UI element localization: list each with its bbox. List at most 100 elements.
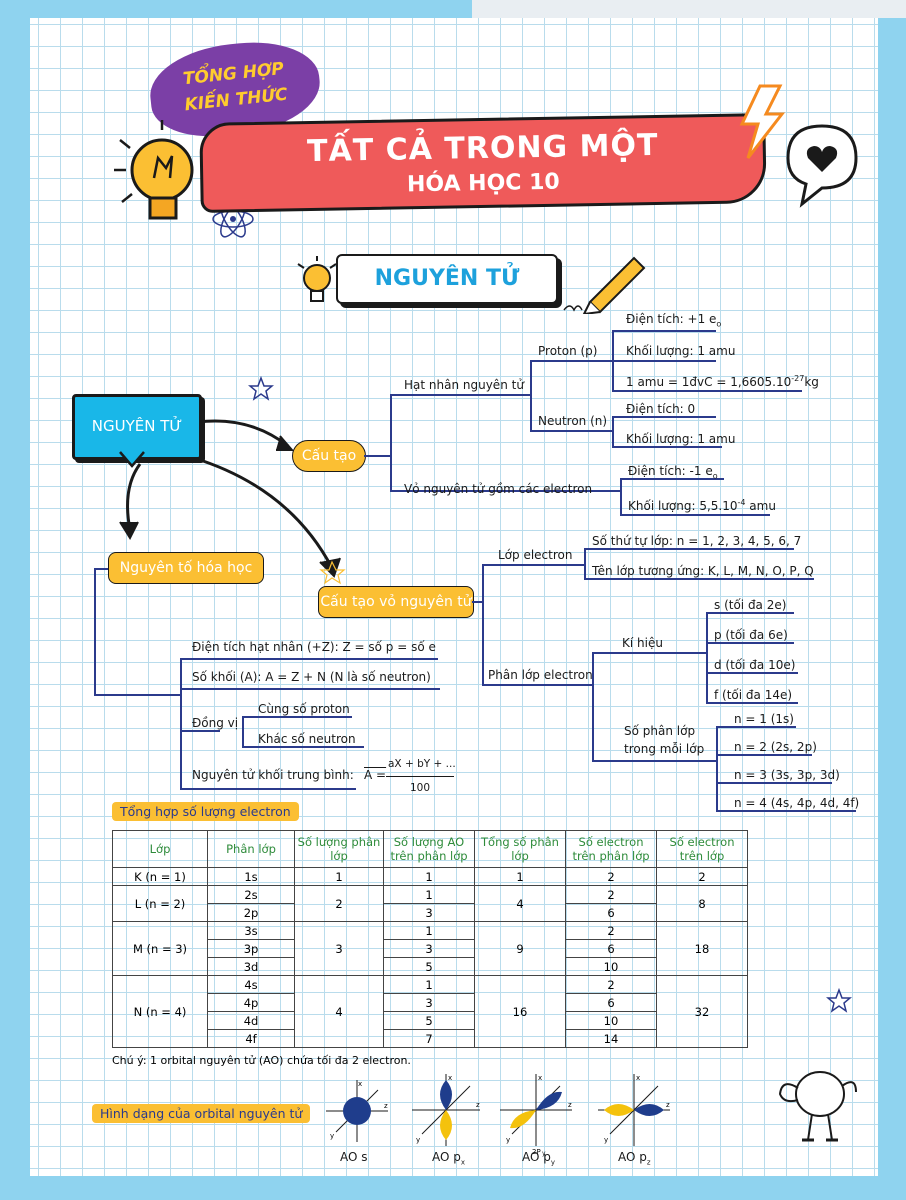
connector — [180, 730, 220, 732]
node-cau-tao: Cấu tạo — [292, 440, 366, 472]
table-cell: K (n = 1) — [112, 867, 208, 886]
node-nguyen-to-label: Nguyên tố hóa học — [119, 560, 253, 576]
mindmap-arrows — [119, 419, 346, 585]
orbital-label: AO px — [432, 1150, 465, 1166]
connector — [390, 490, 620, 492]
table-cell: 4p — [207, 993, 295, 1012]
cung-so-proton: Cùng số proton — [258, 702, 350, 716]
connector — [94, 694, 180, 696]
connector — [530, 360, 532, 430]
connector — [530, 430, 612, 432]
n1: n = 1 (1s) — [734, 712, 794, 726]
py-label: 2P — [532, 1148, 541, 1156]
table-row: 3d 5 10 — [113, 957, 748, 976]
connector — [180, 788, 356, 790]
connector — [180, 658, 438, 660]
connector — [612, 416, 716, 418]
axis-y-label: y — [416, 1136, 420, 1144]
connector — [706, 642, 794, 644]
table-header: Tổng số phân lớp — [474, 830, 566, 868]
table-row: N (n = 4) 4s 4 1 16 2 32 — [112, 975, 748, 1048]
axis-z-label: z — [476, 1101, 480, 1109]
orbital-s-diagram: x z y — [326, 1080, 388, 1142]
sub-f: f (tối đa 14e) — [714, 688, 793, 702]
axis-x-label: x — [448, 1074, 452, 1082]
star-icon — [826, 988, 852, 1013]
formula-bar — [386, 776, 454, 777]
orbital-label: AO pz — [618, 1150, 651, 1166]
connector — [716, 754, 812, 756]
orbital-label-text: AO p — [522, 1150, 551, 1164]
table-cell: 1 — [383, 975, 475, 994]
amu-definition: 1 amu = 1đvC = 1,6605.10-27kg — [626, 374, 819, 389]
connector — [584, 548, 586, 578]
electron-charge: Điện tích: -1 eo — [628, 464, 718, 480]
node-cau-tao-label: Cấu tạo — [301, 448, 357, 464]
axis-x-label: x — [358, 1080, 362, 1088]
table-cell: 14 — [565, 1029, 657, 1048]
nguyen-tu-khoi: Nguyên tử khối trung bình: — [192, 768, 354, 782]
table-header: Số lượng AO trên phân lớp — [383, 830, 475, 868]
table-cell: 1 — [474, 867, 566, 886]
axis-z-label: z — [666, 1101, 670, 1109]
table-row: 4p 3 6 — [113, 993, 748, 1012]
connector — [242, 746, 364, 748]
so-thu-tu-lop: Số thứ tự lớp: n = 1, 2, 3, 4, 5, 6, 7 — [592, 534, 802, 548]
root-node: NGUYÊN TỬ — [72, 394, 202, 460]
small-bulb-icon — [297, 256, 337, 302]
sub-p: p (tối đa 6e) — [714, 628, 788, 642]
table-title: Tổng hợp số lượng electron — [112, 802, 299, 821]
table-header: Số electron trên lớp — [656, 830, 748, 868]
electron-mass-text: Khối lượng: 5,5.10 — [628, 499, 738, 513]
node-nguyen-to: Nguyên tố hóa học — [108, 552, 264, 584]
table-header-row: Lớp Phân lớp Số lượng phân lớp Số lượng … — [112, 830, 748, 868]
electron-mass-unit: amu — [745, 499, 776, 513]
connector — [620, 478, 622, 514]
table-cell: 10 — [565, 1011, 657, 1030]
table-row: 2p 3 6 — [113, 903, 748, 922]
table-cell: 1 — [383, 921, 475, 940]
connector — [620, 514, 770, 516]
root-node-label: NGUYÊN TỬ — [91, 417, 183, 435]
table-header: Phân lớp — [207, 830, 295, 868]
connector — [482, 684, 592, 686]
khac-so-neutron: Khác số neutron — [258, 732, 356, 746]
node-cau-tao-vo-label: Cấu tạo vỏ nguyên tử — [320, 594, 472, 610]
table-cell: 2 — [294, 885, 384, 922]
connector — [612, 390, 802, 392]
table-cell: 2 — [565, 921, 657, 940]
connector — [612, 360, 716, 362]
table-cell: 2 — [656, 867, 748, 886]
top-strip — [472, 0, 906, 18]
table-header: Số electron trên phân lớp — [565, 830, 657, 868]
table-cell: 4 — [294, 975, 384, 1048]
connector — [706, 612, 794, 614]
table-cell: 18 — [656, 921, 748, 976]
so-phan-lop-1: Số phân lớp — [624, 724, 696, 738]
connector — [94, 568, 96, 694]
electron-charge-text: Điện tích: -1 e — [628, 464, 713, 478]
proton-charge-sub: o — [716, 319, 722, 329]
connector — [180, 658, 182, 788]
axis-z-label: z — [568, 1101, 572, 1109]
dien-tich-hat-nhan: Điện tích hạt nhân (+Z): Z = số p = số e — [192, 640, 436, 654]
section-title-text: NGUYÊN TỬ — [374, 266, 520, 291]
n2: n = 2 (2s, 2p) — [734, 740, 817, 754]
amu-def-text: 1 amu = 1đvC = 1,6605.10 — [626, 375, 792, 389]
connector — [472, 601, 482, 603]
connector — [716, 726, 718, 810]
connector — [592, 652, 706, 654]
heart-bubble-icon — [786, 124, 858, 208]
py-label-sub: y — [542, 1150, 546, 1157]
table-cell: 6 — [565, 993, 657, 1012]
connector — [592, 760, 716, 762]
connector — [390, 394, 530, 396]
table-cell: 6 — [565, 939, 657, 958]
table-cell: 2 — [565, 867, 657, 886]
node-lop-electron: Lớp electron — [498, 548, 573, 562]
table-cell: 9 — [474, 921, 566, 976]
node-vo: Vỏ nguyên tử gồm các electron — [404, 482, 593, 496]
proton-mass: Khối lượng: 1 amu — [626, 344, 736, 358]
table-cell: 4s — [207, 975, 295, 994]
table-cell: L (n = 2) — [112, 885, 208, 922]
